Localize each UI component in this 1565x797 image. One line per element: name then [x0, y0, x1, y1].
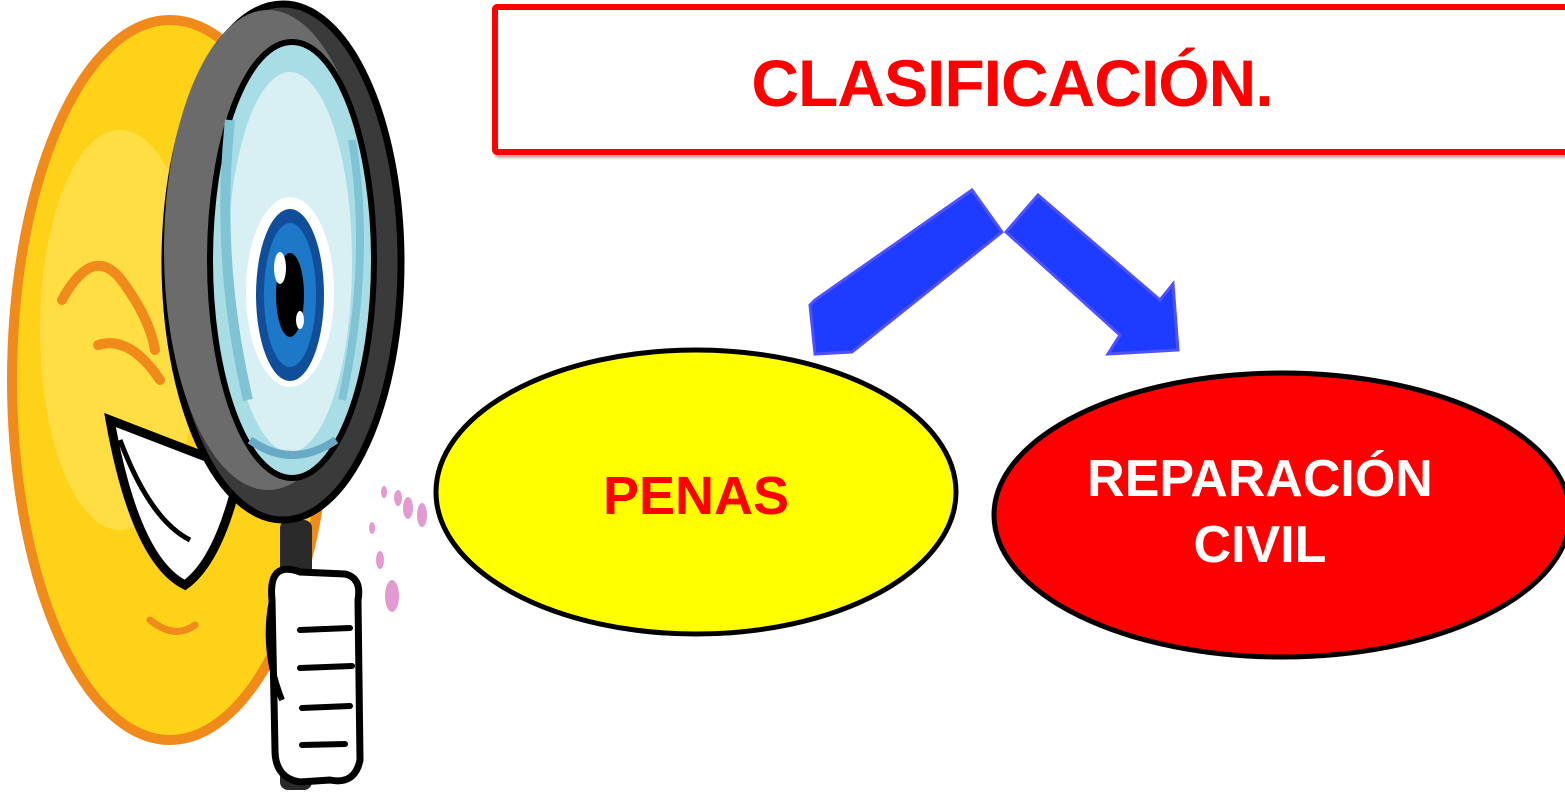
node-reparacion-civil: REPARACIÓN CIVIL — [990, 446, 1530, 578]
reparacion-node-shape — [991, 370, 1565, 660]
node-reparacion-label-line2: CIVIL — [1193, 516, 1327, 574]
arrow-icon — [808, 187, 1180, 356]
arrow-left — [808, 187, 1005, 356]
node-penas-label: PENAS — [602, 466, 790, 526]
page-title: CLASIFICACIÓN. — [751, 46, 1273, 120]
node-penas: PENAS — [436, 465, 956, 527]
title-box — [492, 4, 1565, 155]
penas-node-shape — [433, 347, 959, 637]
arrow-right — [1003, 192, 1180, 356]
bubbles-icon — [369, 486, 427, 612]
node-reparacion-label-line1: REPARACIÓN — [1087, 450, 1433, 508]
eye-icon — [246, 197, 334, 387]
hand-icon — [265, 520, 364, 790]
